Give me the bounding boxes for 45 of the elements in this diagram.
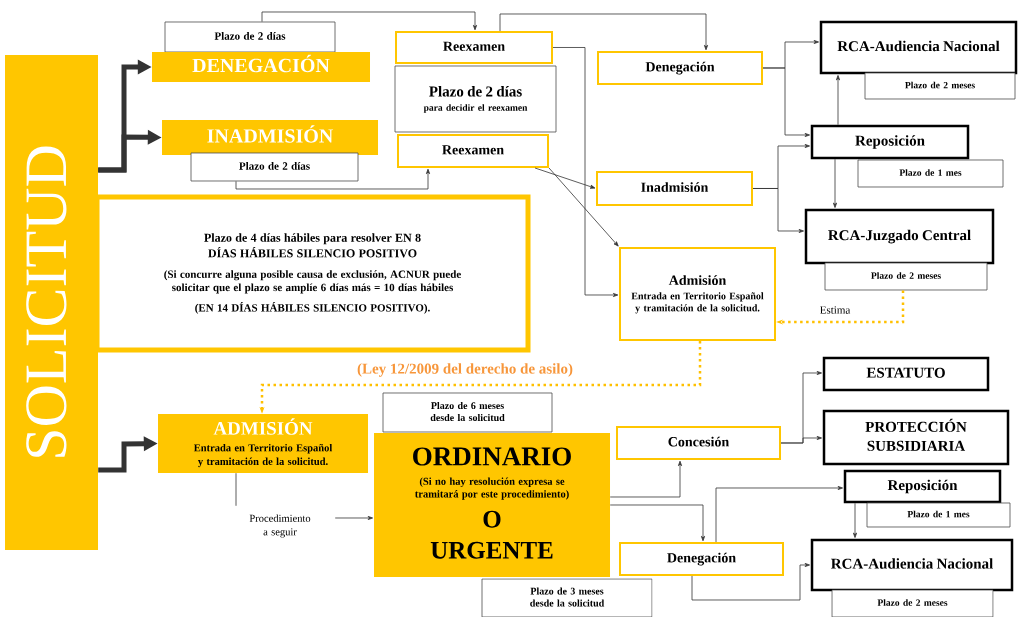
procedure-box: ORDINARIO (Si no hay resolución expresa se tramitará por este procedimiento) O URGENTE [374,433,610,577]
outcome-box: Reposición [843,469,1002,504]
procedure-label: Procedimiento a seguir [249,514,311,538]
outcome-box: ESTATUTO [822,356,990,392]
process-box: Denegación [597,51,763,85]
process-box: Reexamen [395,31,553,64]
process-box: Reexamen [397,134,549,168]
edge-label: Estima [818,304,852,316]
process-box: Inadmisión [596,171,753,206]
title-band: ADMISIÓN Entrada en Territorio Español y tramitación de la solicitud. [158,414,368,473]
arrow [691,563,810,601]
note-box: Plazo de 2 días [190,152,359,182]
note-box: Plazo de 6 meses desde la solicitud [382,392,553,433]
arrow [752,188,804,233]
title-band: SOLICITUD [5,55,98,550]
process-box: Admisión Entrada en Territorio Español y tramitación de la solicitud. [619,247,776,341]
note-box: Plazo de 2 meses [864,72,1016,100]
outcome-box: Reposición [810,124,970,160]
arrow [235,168,430,190]
title-band: DENEGACIÓN [152,52,370,82]
process-box: Concesión [616,426,781,460]
arrow [715,486,843,543]
arrow [853,502,857,538]
arrow [762,67,810,137]
outcome-box: PROTECCIÓN SUBSIDIARIA [822,409,1010,466]
process-box: Denegación [619,542,784,576]
arrow [548,167,619,247]
title-band: INADMISIÓN [162,120,378,155]
arrow [836,75,840,126]
note-box: Plazo de 2 días [164,21,336,53]
arrow [780,436,822,444]
note-box: Plazo de 1 mes [866,502,1011,528]
arrow [334,516,373,520]
edge-label: (Ley 12/2009 del derecho de asilo) [355,361,575,379]
arrow [833,158,837,208]
note-box: Plazo de 2 meses [824,262,988,291]
arrow [261,11,477,31]
arrow [552,47,619,297]
arrow [534,167,596,189]
note-box: Plazo de 1 mes [857,159,1004,188]
arrow [609,504,705,542]
arrow [609,460,682,498]
note-box: Plazo de 3 meses desde la solicitud [481,578,653,617]
note-box: Plazo de 2 meses [831,589,994,617]
arrow [499,13,708,51]
